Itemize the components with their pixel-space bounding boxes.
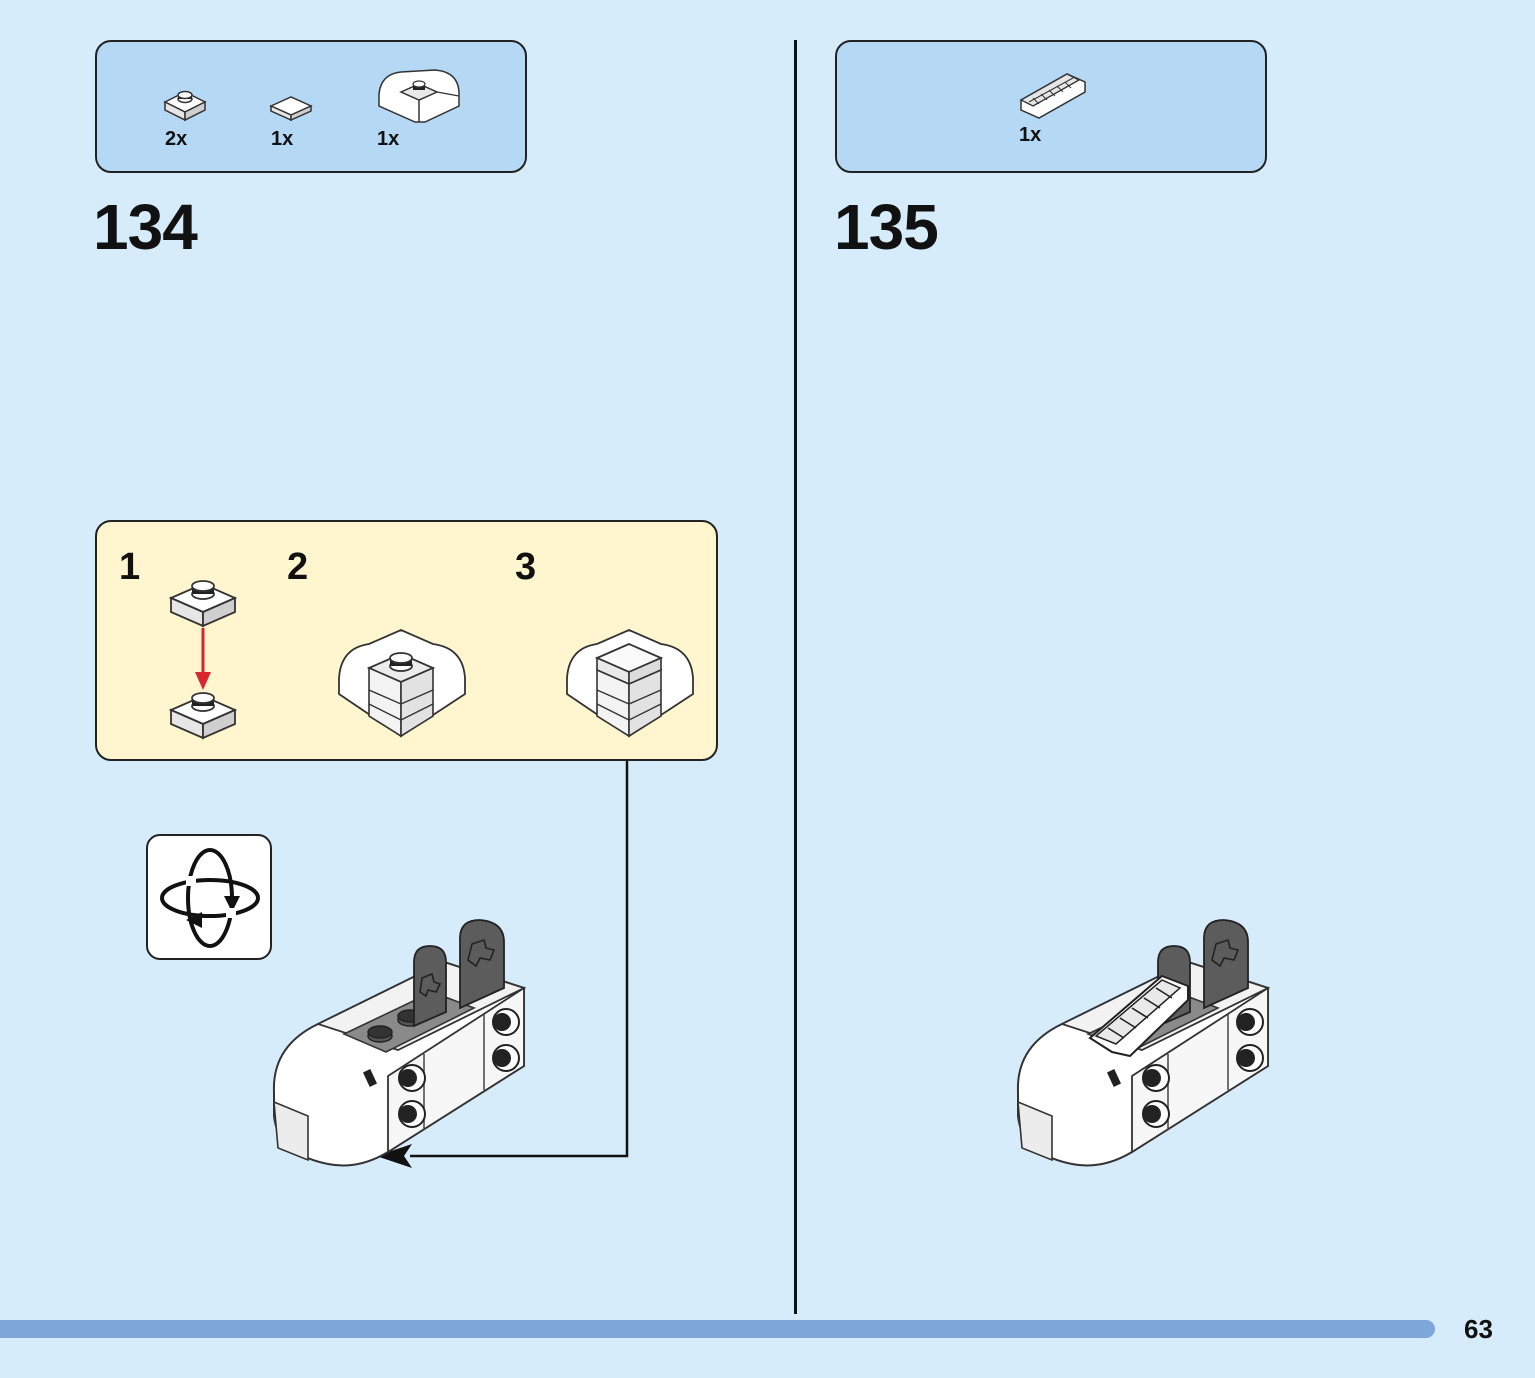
substep-number: 1: [119, 546, 141, 588]
plate-1x1-white-icon: [168, 580, 238, 628]
substep-3-illustration: [566, 629, 694, 738]
rotate-model-callout: [146, 834, 272, 960]
step-number: 135: [834, 191, 939, 263]
page-divider: [794, 40, 797, 1314]
assembly-arrow-icon: [195, 628, 211, 690]
model-step-135: [1016, 919, 1271, 1167]
step-number: 134: [93, 191, 198, 263]
substep-2-illustration: [338, 629, 466, 738]
parts-callout-134: 2x 1x 1x: [95, 40, 527, 173]
tile-1x1-white-icon: [269, 96, 313, 122]
sub-assembly-callout: 1 2 3: [95, 520, 718, 761]
model-step-134: [272, 919, 527, 1167]
plate-1x1-white-icon: [168, 692, 238, 740]
footer-bar: [0, 1320, 1435, 1338]
part-qty: 1x: [271, 128, 294, 150]
curved-slope-white-icon: [378, 69, 460, 123]
part-qty: 2x: [165, 128, 188, 150]
substep-number: 2: [287, 546, 309, 588]
substep-1-illustration: [168, 580, 238, 740]
grille-slope-white-icon: [1019, 73, 1086, 119]
part-qty: 1x: [377, 128, 400, 150]
substep-number: 3: [515, 546, 537, 588]
page-number: 63: [1464, 1314, 1493, 1344]
parts-callout-135: 1x: [835, 40, 1267, 173]
rotate-model-icon: [160, 848, 260, 948]
part-qty: 1x: [1019, 124, 1042, 146]
plate-1x1-white-icon: [163, 90, 207, 122]
